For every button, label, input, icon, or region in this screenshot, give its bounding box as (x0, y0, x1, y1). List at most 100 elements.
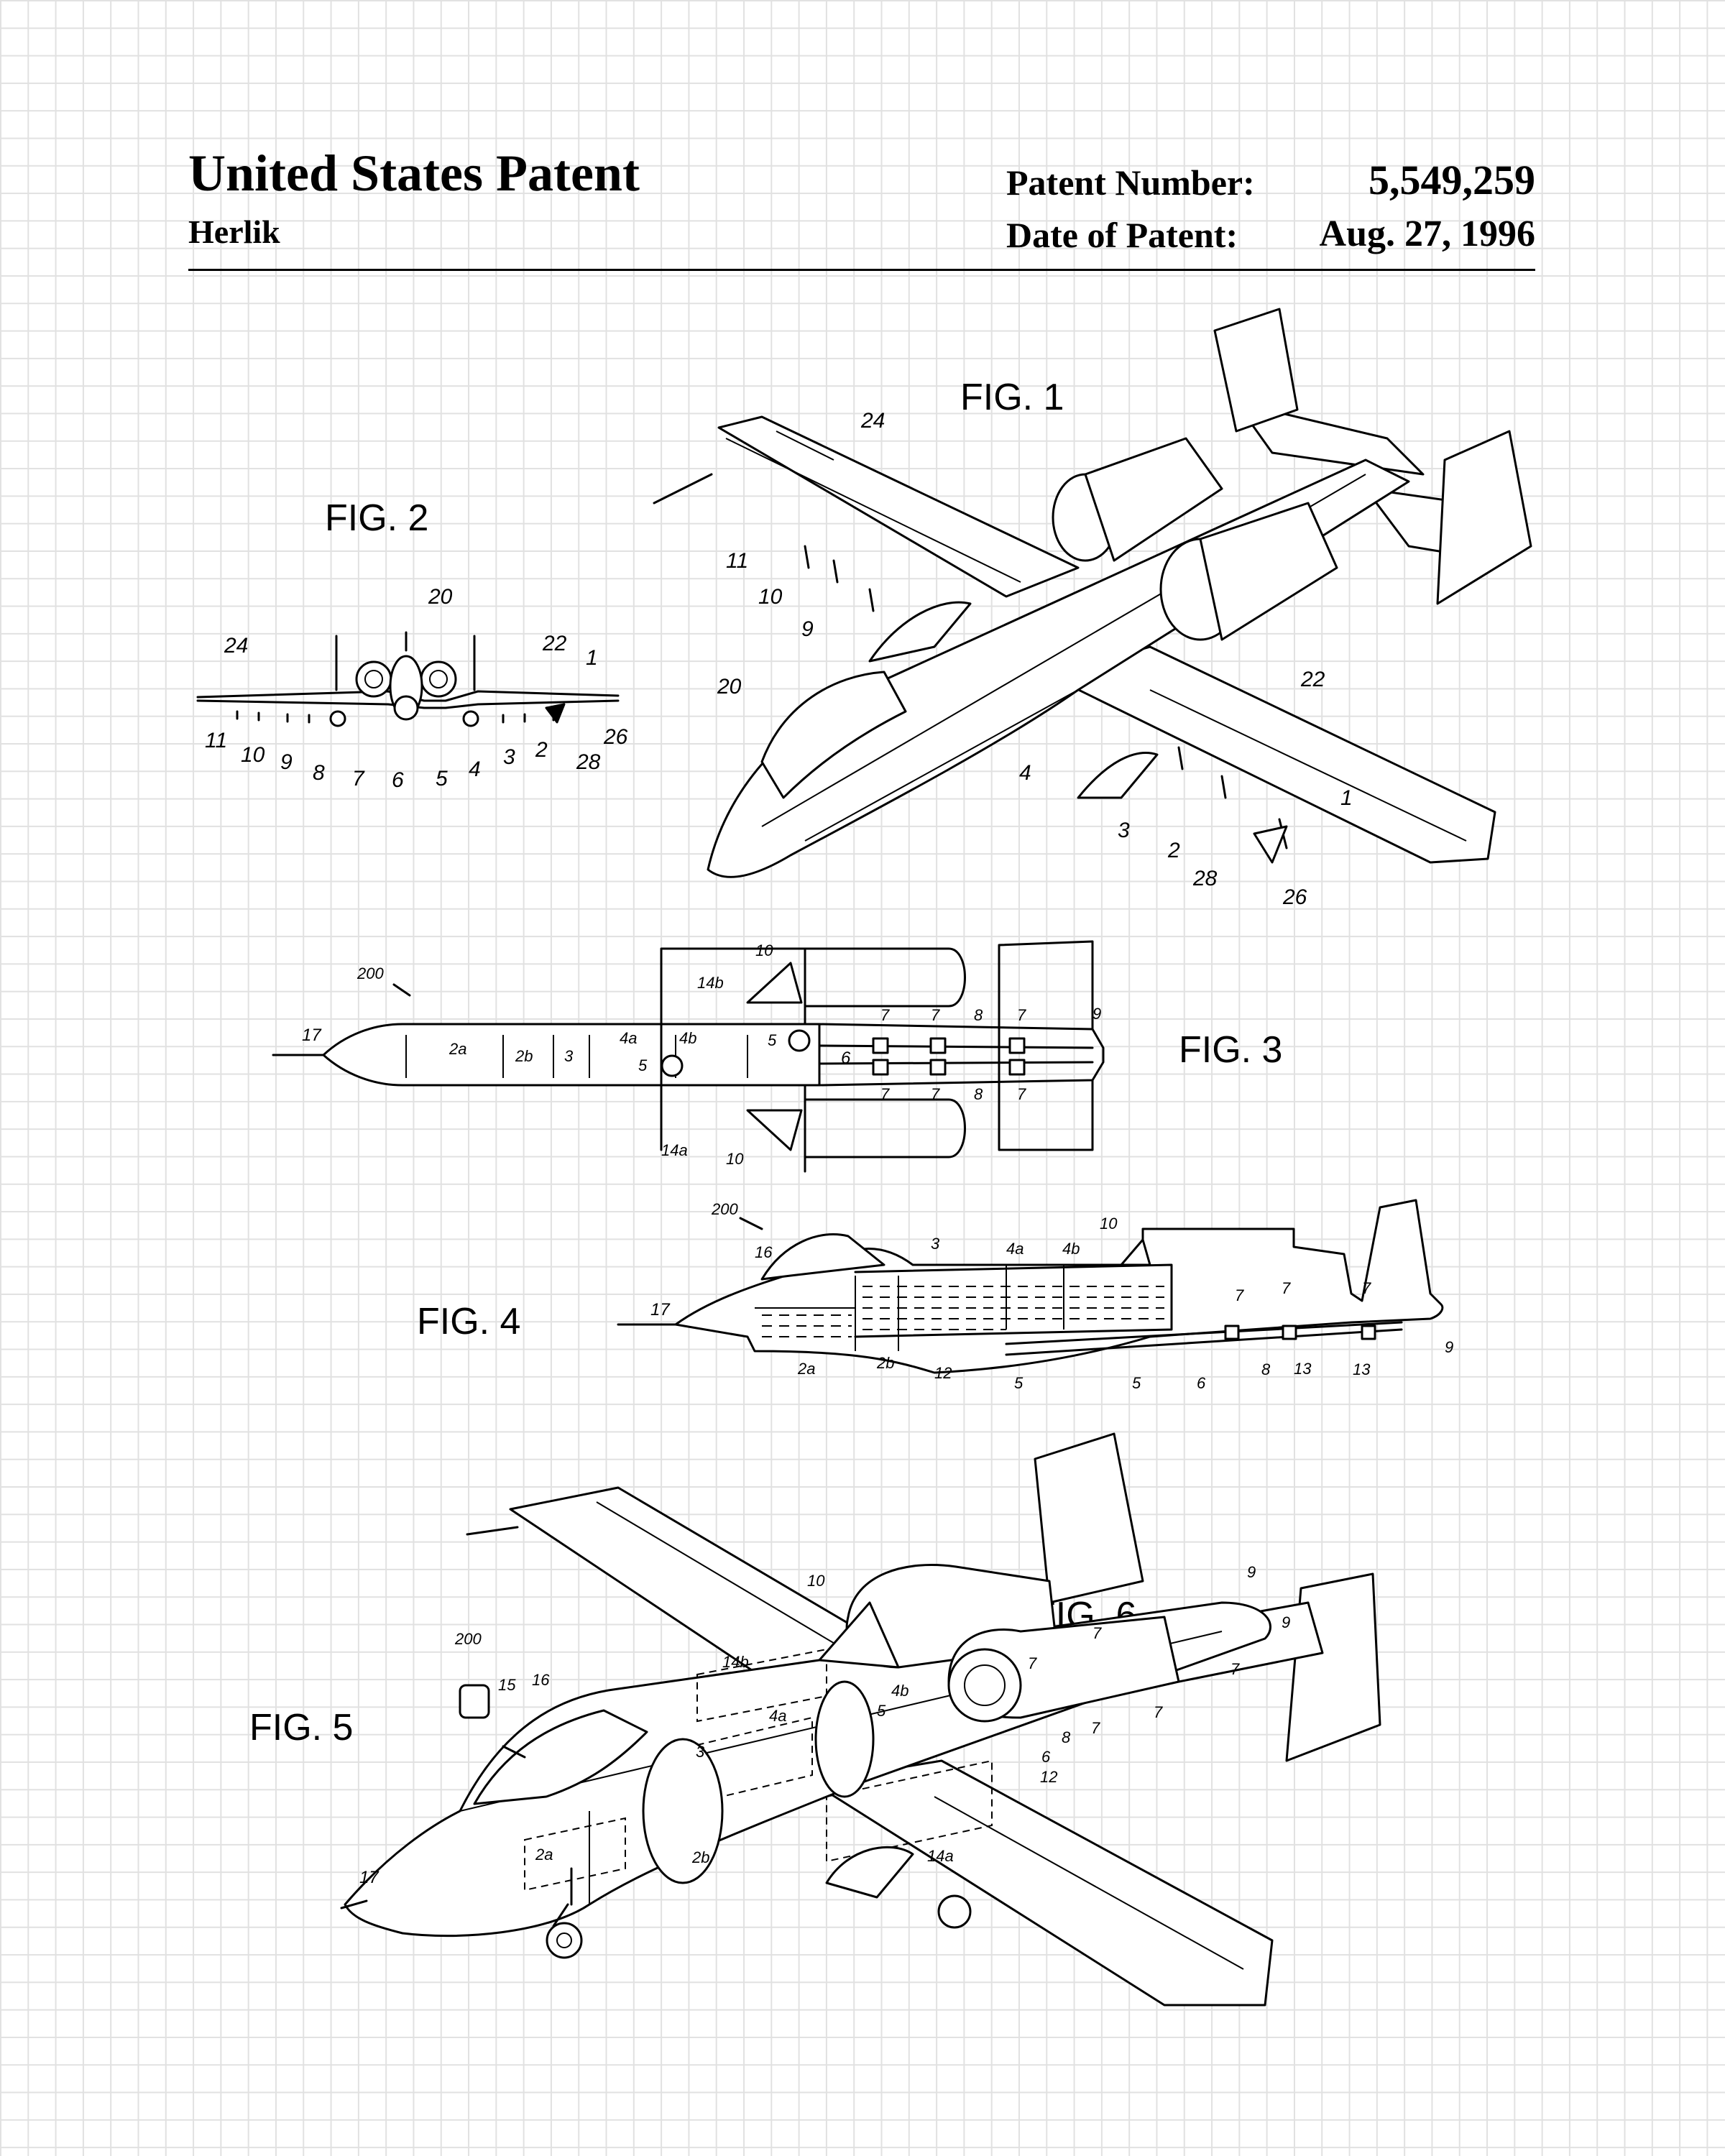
fig1-label: 11 (726, 549, 748, 573)
fig3-label: 14a (661, 1141, 688, 1159)
fig5-label: 8 (1062, 1728, 1071, 1746)
fig4-label: 13 (1353, 1360, 1371, 1378)
fig3-label: 7 (931, 1085, 940, 1103)
fig5-label: 3 (696, 1743, 705, 1761)
fig4-label: 7 (1282, 1279, 1291, 1297)
fig4-label: 7 (1235, 1286, 1244, 1304)
fig3-label: 17 (302, 1026, 322, 1045)
fig5-label: 7 (1028, 1654, 1037, 1672)
header-rule (188, 269, 1535, 271)
fig1-label: 4 (1019, 761, 1031, 785)
fig2-label: 24 (224, 634, 248, 658)
fig5-label: 7 (1154, 1703, 1163, 1721)
fig5-label: 7 (1230, 1660, 1240, 1678)
fig1-caption: FIG. 1 (960, 377, 1064, 418)
fig5-label: 16 (532, 1671, 550, 1689)
fig4-label: 2b (876, 1354, 894, 1372)
fig2-label: 8 (313, 761, 325, 785)
fig2-label: 28 (576, 750, 601, 774)
fig1-aircraft-drawing: FIG. 1 24 11 10 9 20 (653, 308, 1532, 909)
fig3-label: 5 (768, 1031, 777, 1049)
fig5-cutaway-drawing: FIG. 5 FIG. 6 (249, 1432, 1381, 2007)
fig2-front-view-drawing: FIG. 2 20 24 22 1 11 10 9 8 7 6 5 4 3 2 … (196, 497, 628, 792)
fig4-label: 8 (1261, 1360, 1271, 1378)
fig2-label: 1 (586, 646, 598, 670)
fig3-label: 9 (1092, 1005, 1101, 1023)
fig2-label: 4 (469, 757, 481, 781)
fig1-label: 10 (758, 585, 783, 609)
fig1-label: 22 (1300, 668, 1325, 691)
fig3-label: 5 (638, 1056, 648, 1074)
fig1-label: 3 (1118, 819, 1130, 842)
fig5-label: 200 (454, 1630, 482, 1648)
fig4-label: 5 (1132, 1374, 1141, 1392)
fig3-label: 14b (697, 974, 724, 992)
fig1-label: 1 (1340, 786, 1353, 810)
fig3-label: 3 (564, 1047, 574, 1065)
fig5-label: 14b (722, 1653, 749, 1671)
fig3-label: 8 (974, 1085, 983, 1103)
fig5-label: 15 (498, 1676, 516, 1694)
fig2-caption: FIG. 2 (325, 497, 428, 539)
date-of-patent-label: Date of Patent: (1006, 215, 1238, 255)
fig3-label: 8 (974, 1006, 983, 1024)
fig5-label: 17 (359, 1868, 380, 1887)
fig4-label: 5 (1014, 1374, 1024, 1392)
patent-title: United States Patent (188, 144, 640, 202)
fig4-label: 12 (934, 1364, 952, 1382)
date-of-patent: Aug. 27, 1996 (1319, 213, 1535, 254)
fig5-label: 5 (877, 1702, 886, 1720)
fig4-label: 17 (650, 1300, 671, 1319)
fig2-label: 7 (352, 767, 365, 791)
fig3-label: 4b (679, 1029, 696, 1047)
fig3-label: 4a (620, 1029, 637, 1047)
fig5-label: 4a (769, 1707, 786, 1725)
fig5-label: 2a (535, 1846, 553, 1864)
fig2-label: 2 (535, 738, 548, 762)
fig4-side-schematic: FIG. 4 200 16 17 3 4a 4b 10 7 7 7 2a 2b … (417, 1199, 1453, 1392)
fig1-label: 9 (801, 617, 814, 641)
fig5-label: 7 (1092, 1624, 1102, 1642)
fig2-label: 9 (280, 750, 293, 774)
fig5-label: 9 (1247, 1563, 1256, 1581)
fig3-top-schematic: FIG. 3 200 17 2a 2b 3 4a 4b 14b 10 5 5 6… (272, 940, 1282, 1173)
fig2-label: 11 (205, 729, 227, 752)
fig3-label: 10 (755, 941, 773, 959)
fig3-label: 10 (726, 1150, 744, 1168)
fig5-label: 6 (1041, 1748, 1051, 1766)
fig4-label: 4b (1062, 1240, 1080, 1258)
inventor-name: Herlik (188, 213, 280, 250)
fig5-label: 14a (927, 1847, 954, 1865)
fig1-label: 20 (717, 675, 742, 699)
fig1-label: 28 (1192, 867, 1218, 890)
patent-number-label: Patent Number: (1006, 162, 1255, 203)
fig3-label: 2b (515, 1047, 533, 1065)
fig5-label: 4b (891, 1682, 908, 1700)
fig2-label: 5 (436, 767, 448, 791)
fig4-label: 16 (755, 1243, 773, 1261)
fig3-label: 2a (448, 1040, 466, 1058)
fig3-label: 7 (931, 1006, 940, 1024)
fig5-label: 12 (1040, 1768, 1057, 1786)
fig3-label: 6 (841, 1049, 851, 1068)
fig2-label: 22 (542, 632, 567, 655)
fig4-caption: FIG. 4 (417, 1301, 520, 1342)
fig4-label: 6 (1197, 1374, 1206, 1392)
fig3-label: 200 (356, 964, 384, 982)
fig4-label: 4a (1006, 1240, 1024, 1258)
fig5-label: 9 (1282, 1613, 1290, 1631)
fig4-label: 2a (797, 1360, 815, 1378)
fig1-label: 24 (860, 409, 885, 433)
fig4-label: 7 (1362, 1279, 1371, 1297)
fig1-label: 2 (1167, 839, 1180, 862)
fig5-caption: FIG. 5 (249, 1707, 353, 1749)
fig4-label: 200 (711, 1200, 738, 1218)
fig3-caption: FIG. 3 (1179, 1029, 1282, 1071)
fig2-label: 6 (392, 768, 404, 792)
fig3-label: 7 (1017, 1085, 1026, 1103)
fig4-label: 13 (1294, 1360, 1312, 1378)
fig1-label: 26 (1282, 885, 1307, 909)
fig4-label: 3 (931, 1235, 940, 1253)
fig5-label: 2b (691, 1848, 709, 1866)
